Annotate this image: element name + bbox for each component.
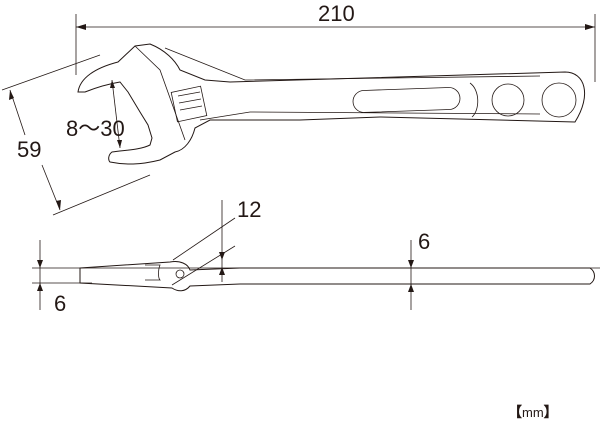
head-thickness-label: 12 — [237, 197, 262, 222]
wrench-side-view — [32, 200, 600, 310]
unit-open-bracket: 【 — [508, 404, 522, 420]
head-width-dimension — [1, 54, 151, 216]
unit-text: mm — [522, 405, 544, 420]
unit-label: 【mm】 — [508, 402, 558, 422]
length-label: 210 — [318, 1, 355, 26]
tip-thickness-label: 6 — [54, 291, 67, 316]
handle-thickness-label: 6 — [418, 229, 431, 254]
unit-close-bracket: 】 — [543, 404, 558, 420]
jaw-opening-value: 8〜30 — [66, 116, 125, 141]
jaw-opening-label: 8〜30 — [66, 118, 125, 140]
wrench-top-view — [77, 43, 585, 165]
head-width-label: 59 — [17, 137, 42, 162]
length-dimension — [75, 14, 596, 82]
